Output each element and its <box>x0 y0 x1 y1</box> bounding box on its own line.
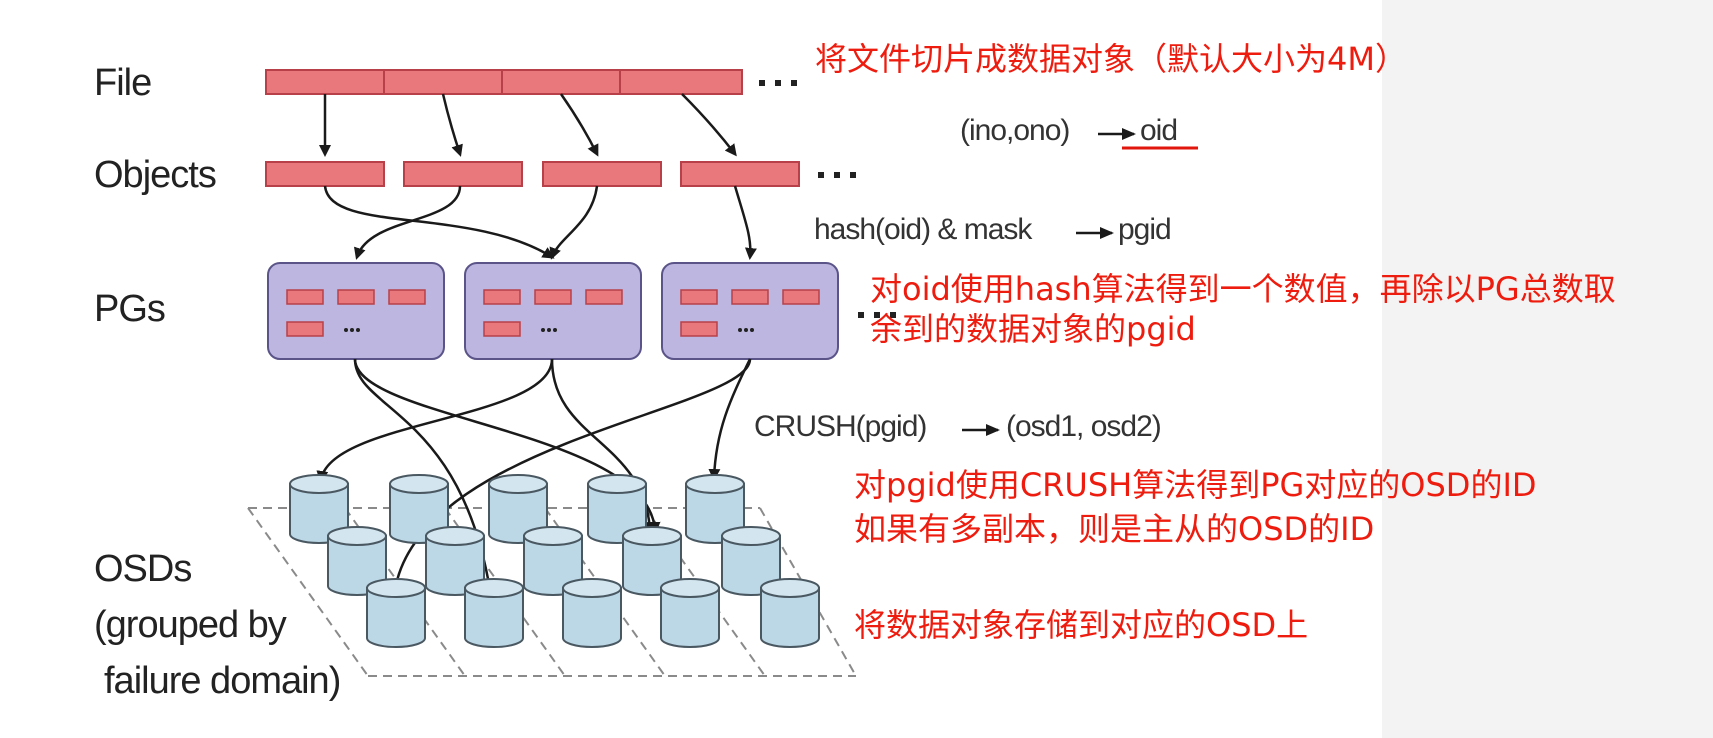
objects-label: Objects <box>94 154 217 196</box>
osds-label-failure-domain: failure domain) <box>104 660 341 702</box>
pg-hash-annotation-line2: 余到的数据对象的pgid <box>870 310 1196 348</box>
osd-disk-icon <box>685 474 745 544</box>
pg-hash-annotation-line1: 对oid使用hash算法得到一个数值，再除以PG总数取 <box>870 270 1616 308</box>
osd-disk-icon <box>587 474 647 544</box>
osd-disk-icon <box>660 578 720 648</box>
osd-disk-icon <box>464 578 524 648</box>
osd-disk-icon <box>389 474 449 544</box>
osd-disk-icon <box>425 526 485 596</box>
file-bar <box>265 69 743 95</box>
file-to-objects-arrows <box>319 93 737 157</box>
pg-box-1 <box>267 262 445 360</box>
object-blocks <box>265 161 800 187</box>
osd-storage-annotation: 将数据对象存储到对应的OSD上 <box>854 606 1309 644</box>
osd-cylinders <box>289 474 820 648</box>
crush-annotation-line2: 如果有多副本，则是主从的OSD的ID <box>854 510 1375 548</box>
objects-to-pgs-arrows <box>323 185 757 260</box>
osd-disk-icon <box>562 578 622 648</box>
pg-box-3 <box>661 262 839 360</box>
osds-label: OSDs <box>94 548 192 590</box>
file-slicing-annotation: 将文件切片成数据对象（默认大小为4M） <box>815 40 1407 78</box>
objects-ellipsis-dots <box>818 172 856 178</box>
osd-disk-icon <box>488 474 548 544</box>
file-ellipsis-dots <box>759 80 797 86</box>
formula-arrows <box>962 128 1136 436</box>
crush-result: (osd1, osd2) <box>1006 410 1162 443</box>
hash-mask-formula: hash(oid) & mask <box>814 213 1032 246</box>
ino-ono-formula: (ino,ono) <box>960 114 1070 147</box>
pgs-label: PGs <box>94 288 166 330</box>
right-side-panel <box>1382 0 1713 738</box>
osd-disk-icon <box>760 578 820 648</box>
oid-result: oid <box>1140 114 1178 147</box>
file-label: File <box>94 62 152 104</box>
osd-disk-icon <box>721 526 781 596</box>
crush-formula: CRUSH(pgid) <box>754 410 927 443</box>
crush-annotation-line1: 对pgid使用CRUSH算法得到PG对应的OSD的ID <box>854 466 1537 504</box>
osds-label-grouped: (grouped by <box>94 604 287 646</box>
pgid-result: pgid <box>1118 213 1172 246</box>
osd-disk-icon <box>523 526 583 596</box>
osd-disk-icon <box>366 578 426 648</box>
pgs-ellipsis-dots <box>858 312 896 318</box>
pg-box-2 <box>464 262 642 360</box>
